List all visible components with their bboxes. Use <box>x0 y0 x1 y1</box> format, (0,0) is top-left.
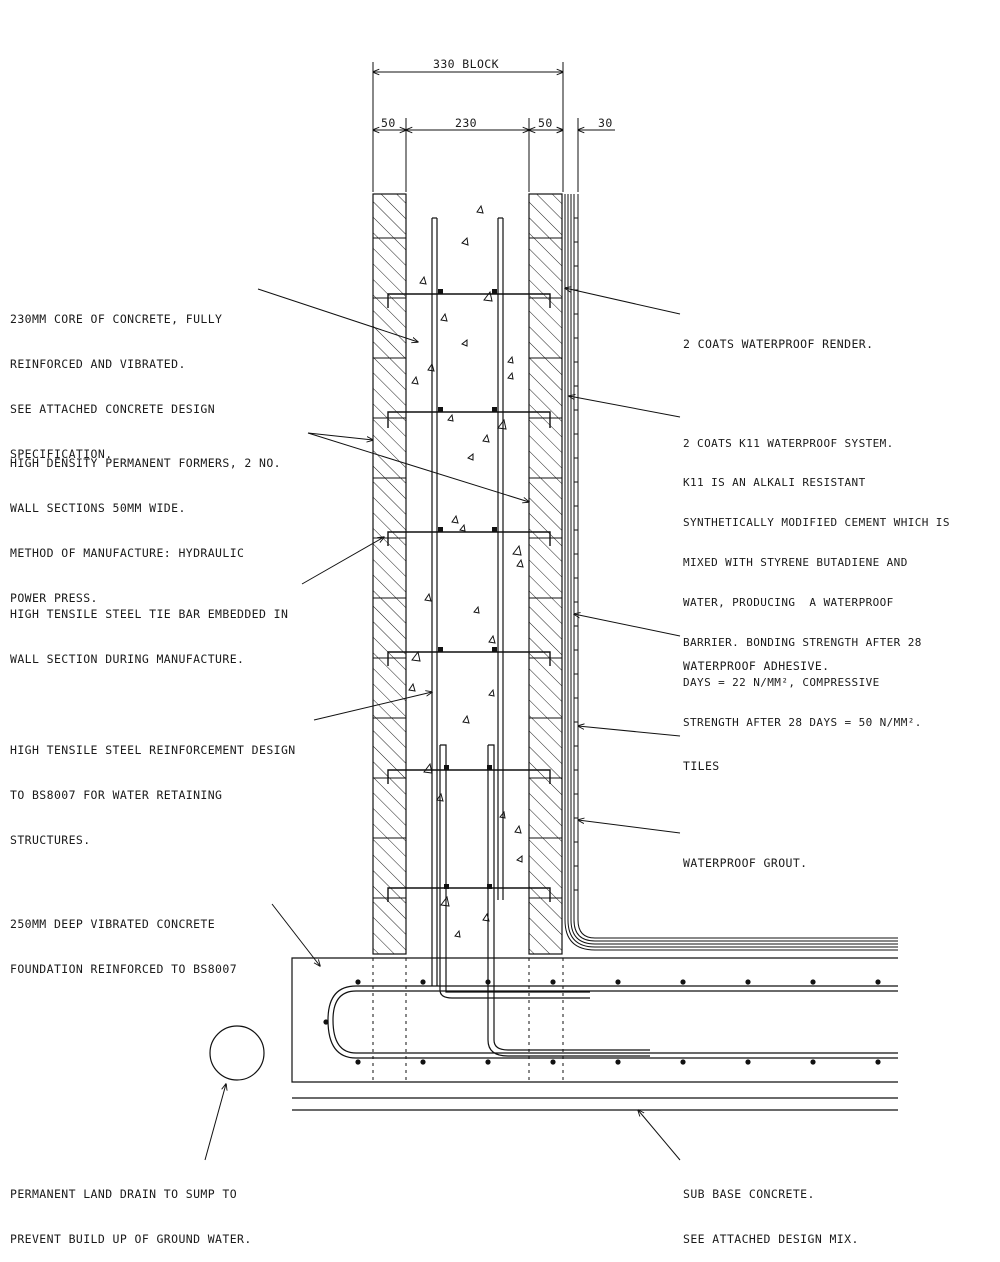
note-tiles: TILES <box>683 759 720 773</box>
note-tie-bar: HIGH TENSILE STEEL TIE BAR EMBEDDED IN W… <box>10 607 289 666</box>
sub-base <box>292 1097 898 1111</box>
note-core: 230mm CORE OF CONCRETE, FULLY REINFORCED… <box>10 312 223 461</box>
land-drain <box>209 1025 265 1081</box>
left-former <box>372 193 407 955</box>
note-sub-base: SUB BASE CONCRETE. SEE ATTACHED DESIGN M… <box>683 1187 859 1246</box>
note-reinforcement: HIGH TENSILE STEEL REINFORCEMENT DESIGN … <box>10 743 296 847</box>
note-land-drain: PERMANENT LAND DRAIN TO SUMP TO PREVENT … <box>10 1187 252 1246</box>
tile-joints <box>574 217 578 891</box>
foundation-rebar-dots <box>323 979 881 1065</box>
right-former <box>528 193 563 955</box>
note-formers: HIGH DENSITY PERMANENT FORMERS, 2 No. WA… <box>10 456 281 605</box>
rebar-dots <box>438 289 497 889</box>
aggregate <box>408 204 524 938</box>
note-grout: WATERPROOF GROUT. <box>683 856 808 870</box>
dimension-finish: 30 <box>598 116 613 130</box>
dimension-core: 230 <box>455 116 477 130</box>
leader-lines <box>204 288 681 1161</box>
tie-bars <box>387 293 551 902</box>
note-render: 2 COATS WATERPROOF RENDER. <box>683 337 874 351</box>
finish-layers <box>564 194 898 951</box>
note-k11: 2 COATS K11 WATERPROOF SYSTEM. K11 IS AN… <box>683 436 950 729</box>
dimension-right-former: 50 <box>538 116 553 130</box>
vertical-rebar <box>431 217 650 1057</box>
dimension-left-former: 50 <box>381 116 396 130</box>
note-foundation: 250mm DEEP VIBRATED CONCRETE FOUNDATION … <box>10 917 238 976</box>
note-adhesive: WATERPROOF ADHESIVE. <box>683 659 830 673</box>
foundation <box>291 957 898 1083</box>
dimension-overall: 330 BLOCK <box>433 57 499 71</box>
dimension-lines <box>373 62 615 192</box>
